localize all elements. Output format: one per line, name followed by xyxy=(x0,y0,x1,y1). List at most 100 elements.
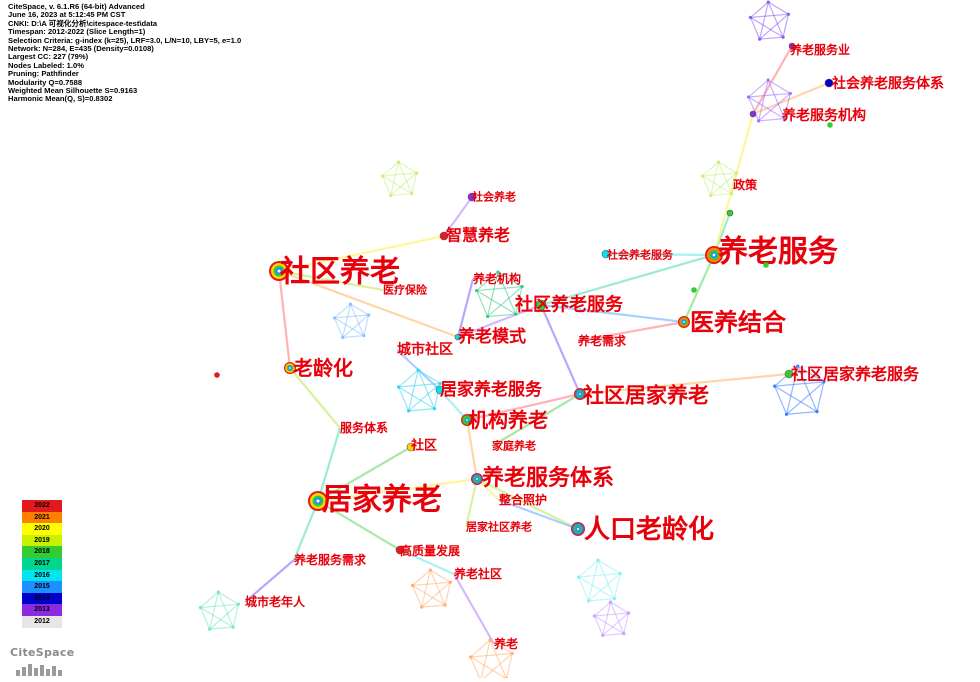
cluster-node xyxy=(510,651,514,656)
logo-text: CiteSpace xyxy=(10,646,75,659)
cluster-node xyxy=(198,605,203,610)
cluster-edge xyxy=(209,591,219,630)
network-edge xyxy=(752,81,830,116)
cluster-edge xyxy=(398,386,435,410)
keyword-label: 养老服务 xyxy=(718,235,838,270)
cluster-node xyxy=(748,15,753,20)
keyword-node xyxy=(824,78,834,88)
keyword-label: 人口老龄化 xyxy=(584,514,714,545)
cluster-edge xyxy=(209,626,234,630)
cluster-edge xyxy=(408,408,435,412)
cluster-edge xyxy=(758,92,791,122)
cluster-node xyxy=(784,412,789,416)
keyword-node xyxy=(788,42,796,50)
cluster-edge xyxy=(750,1,769,18)
cluster-node xyxy=(587,599,591,603)
legend-year-swatch: 2015 xyxy=(22,581,62,593)
cluster-edge xyxy=(390,193,412,197)
cluster-edge xyxy=(758,118,785,122)
cluster-node xyxy=(746,95,751,99)
cluster-node xyxy=(766,78,770,82)
cluster-edge xyxy=(748,96,785,120)
network-edge xyxy=(540,303,685,324)
keyword-label: 养老机构 xyxy=(472,271,521,286)
cluster-edge xyxy=(710,193,732,197)
cluster-edge xyxy=(417,369,435,409)
info-line: Selection Criteria: g-index (k=25), LRF=… xyxy=(8,35,242,45)
cluster-node xyxy=(231,625,235,629)
loose-node xyxy=(827,122,833,128)
network-edge xyxy=(577,320,685,343)
cluster-edge xyxy=(748,79,769,98)
keyword-label: 老龄化 xyxy=(293,356,353,380)
cluster-edge xyxy=(444,582,452,606)
cluster-edge xyxy=(578,572,621,578)
network-edge xyxy=(278,269,384,292)
cluster-edge xyxy=(411,585,423,608)
keyword-node xyxy=(395,545,405,555)
cluster-node xyxy=(520,285,524,289)
cluster-node xyxy=(380,174,385,178)
network-edge xyxy=(605,252,715,257)
keyword-label: 政策 xyxy=(733,177,758,192)
network-edge xyxy=(317,446,412,502)
info-line: CNKI: D:\A 可视化分析\citespace-test\data xyxy=(8,18,158,28)
keyword-label: 养老 xyxy=(493,636,518,651)
network-edge xyxy=(439,389,468,421)
cluster-edge xyxy=(515,286,523,315)
cluster-edge xyxy=(505,653,513,679)
keyword-label: 社区养老 xyxy=(280,255,400,290)
cluster-edge xyxy=(382,172,417,177)
cluster-edge xyxy=(382,161,399,177)
cluster-edge xyxy=(470,656,482,682)
cluster-edge xyxy=(333,317,344,338)
cluster-edge xyxy=(594,615,625,635)
cluster-edge xyxy=(797,365,825,383)
info-line: Timespan: 2012-2022 (Slice Length=1) xyxy=(8,27,146,37)
cluster-edge xyxy=(398,369,419,388)
cluster-edge xyxy=(470,652,513,658)
cluster-edge xyxy=(767,1,789,15)
info-line: Modularity Q=0.7588 xyxy=(8,77,83,87)
keyword-label: 社区居家养老服务 xyxy=(790,365,920,384)
keyword-label: 社区居家养老 xyxy=(582,383,709,408)
cluster-edge xyxy=(476,286,523,292)
cluster-node xyxy=(709,193,713,198)
cluster-edge xyxy=(797,365,818,412)
cluster-edge xyxy=(602,633,624,637)
cluster-node xyxy=(486,314,490,319)
cluster-node xyxy=(362,334,366,338)
cluster-node xyxy=(396,160,401,164)
cluster-edge xyxy=(593,615,604,636)
legend-year-swatch: 2020 xyxy=(22,523,62,535)
cluster-edge xyxy=(412,581,451,587)
keyword-label: 居家社区养老 xyxy=(466,520,532,534)
cluster-edge xyxy=(588,559,599,601)
keyword-node-ring xyxy=(289,367,291,369)
cluster-edge xyxy=(476,271,499,292)
keyword-label: 社会养老服务体系 xyxy=(831,75,944,92)
cluster-edge xyxy=(758,79,769,121)
cluster-node xyxy=(788,91,792,96)
cluster-node xyxy=(796,364,800,368)
cluster-node xyxy=(608,600,613,604)
cluster-node xyxy=(410,192,414,196)
cluster-edge xyxy=(487,271,499,317)
cluster-edge xyxy=(731,172,738,194)
cluster-edge xyxy=(497,271,523,288)
keyword-node-ring xyxy=(683,321,685,323)
cluster-edge xyxy=(702,175,733,195)
cluster-edge xyxy=(785,365,799,415)
cluster-edge xyxy=(349,303,365,336)
cluster-node xyxy=(428,568,432,572)
cluster-edge xyxy=(578,576,615,600)
legend-year-swatch: 2012 xyxy=(22,615,62,628)
cluster-edge xyxy=(701,175,712,196)
network-edge xyxy=(464,478,479,528)
legend-year-swatch: 2021 xyxy=(22,511,62,524)
keyword-node xyxy=(439,231,449,241)
cluster-node xyxy=(626,611,631,615)
cluster-node xyxy=(410,583,415,588)
